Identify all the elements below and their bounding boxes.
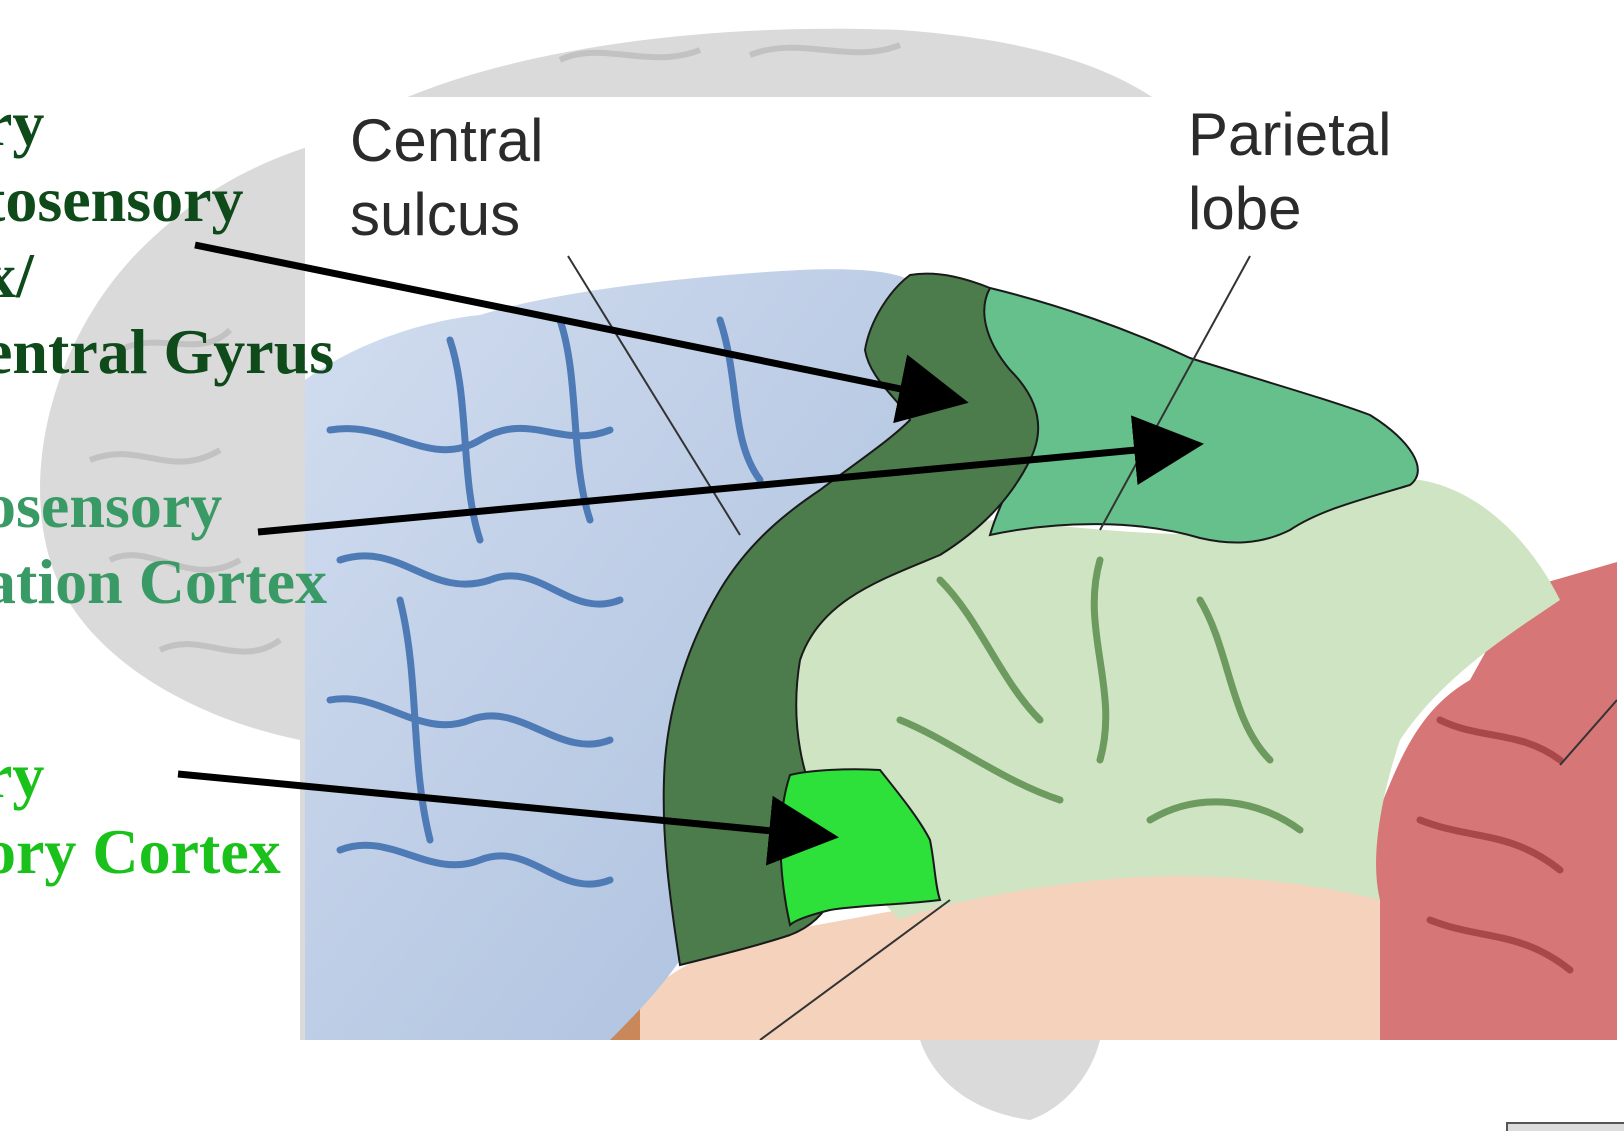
parietal-lobe-label: Parietal lobe [1188, 98, 1391, 246]
primary-label-line-4: entral Gyrus [0, 314, 334, 390]
gustatory-label-line-1: ry [0, 738, 281, 814]
parietal-lobe-line-1: Parietal [1188, 98, 1391, 172]
primary-somatosensory-label: ry tosensory x/ entral Gyrus [0, 86, 334, 390]
gustatory-cortex-label: ry ory Cortex [0, 738, 281, 890]
central-sulcus-line-1: Central [350, 104, 543, 178]
corner-box [1506, 1122, 1624, 1131]
primary-label-line-1: ry [0, 86, 334, 162]
primary-label-line-3: x/ [0, 238, 334, 314]
association-label-line-2: ation Cortex [0, 544, 327, 620]
gustatory-label-line-2: ory Cortex [0, 814, 281, 890]
central-sulcus-line-2: sulcus [350, 178, 543, 252]
association-label-line-1: osensory [0, 468, 327, 544]
parietal-lobe-line-2: lobe [1188, 172, 1391, 246]
central-sulcus-label: Central sulcus [350, 104, 543, 252]
somatosensory-association-label: osensory ation Cortex [0, 468, 327, 620]
primary-label-line-2: tosensory [0, 162, 334, 238]
